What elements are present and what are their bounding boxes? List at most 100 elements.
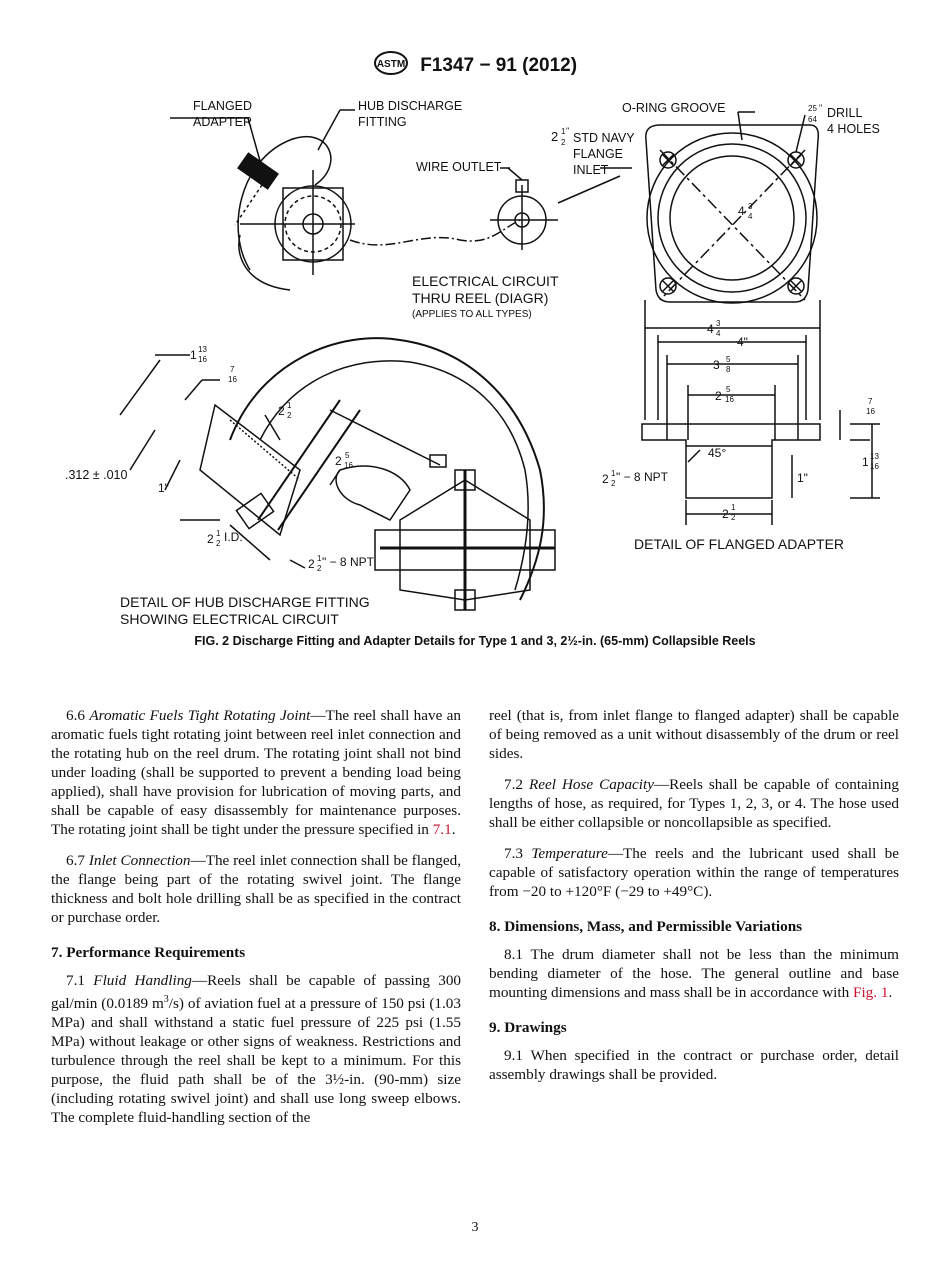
label-dim-434-whole: 4 <box>707 322 714 336</box>
heading-section-8: 8. Dimensions, Mass, and Permissible Var… <box>489 918 803 935</box>
paragraph-text: 8.1 The drum diameter shall not be less … <box>489 946 899 1001</box>
paragraph-text: —The reels and the lubricant used shall … <box>489 845 899 900</box>
label-hub-discharge-2: FITTING <box>358 115 407 129</box>
label-drill-d: 64 <box>808 115 817 124</box>
label-dim-2516-whole: 2 <box>715 389 722 403</box>
label-elec-3: (APPLIES TO ALL TYPES) <box>412 309 532 320</box>
section-number: 7.2 <box>504 776 523 793</box>
label-detail-flanged: DETAIL OF FLANGED ADAPTER <box>634 536 844 552</box>
section-link-7-1[interactable]: 7.1 <box>432 821 452 838</box>
label-navy-2: FLANGE <box>573 147 623 161</box>
label-hub-id-text: I.D. <box>224 530 243 544</box>
paragraph-7-1-continued: reel (that is, from inlet flange to flan… <box>489 707 899 762</box>
label-navy-unit: " <box>566 126 569 136</box>
page-number: 3 <box>471 1220 479 1235</box>
left-column: 6.6 Aromatic Fuels Tight Rotating Joint—… <box>51 706 461 1139</box>
figure-svg: FLANGED ADAPTER HUB DISCHARGE FITTING WI… <box>65 99 880 627</box>
label-hub-id-whole: 2 <box>207 532 214 546</box>
label-dim-434-d: 4 <box>716 329 721 338</box>
paragraph-6-6: 6.6 Aromatic Fuels Tight Rotating Joint—… <box>51 707 462 838</box>
adapter-section-outline <box>641 423 821 499</box>
label-npt-n: 1 <box>611 469 616 478</box>
label-npt-whole: 2 <box>602 472 609 486</box>
label-hub-id-n: 1 <box>216 529 221 538</box>
label-npt-d: 2 <box>611 479 616 488</box>
section-title: Aromatic Fuels Tight Rotating Joint <box>89 707 311 724</box>
label-hub-npt-text: " − 8 NPT <box>322 555 375 569</box>
label-navy-frac-n: 1 <box>561 127 566 136</box>
label-navy-3: INLET <box>573 163 609 177</box>
section-number: 7.1 <box>66 972 85 989</box>
label-hub-716-n: 7 <box>230 365 235 374</box>
figure-2-drawing: FLANGED ADAPTER HUB DISCHARGE FITTING WI… <box>0 85 950 640</box>
label-dim-11316-d: 16 <box>870 462 879 471</box>
label-hub-2516-whole: 2 <box>335 454 342 468</box>
label-dim-2516-d: 16 <box>725 395 734 404</box>
section-number: 7.3 <box>504 845 523 862</box>
label-drill-unit: " <box>819 103 822 113</box>
label-inner-dia-n: 3 <box>748 202 753 211</box>
heading-section-7: 7. Performance Requirements <box>51 944 246 961</box>
label-dim-2516-n: 5 <box>726 385 731 394</box>
label-hub-2516-d: 16 <box>344 461 353 470</box>
label-hub-1: 1" <box>158 481 169 495</box>
paragraph-text: —Reels shall be capable of containing le… <box>489 776 899 831</box>
adapter-flange-outline <box>645 124 820 303</box>
label-navy-whole: 2 <box>551 129 558 144</box>
label-drill-2: 4 HOLES <box>827 122 880 136</box>
paragraph-text: —The reel inlet connection shall be flan… <box>51 852 461 926</box>
label-dim-4: 4" <box>737 335 748 349</box>
svg-text:ASTM: ASTM <box>377 59 405 70</box>
label-tolerance: .312 ± .010 <box>65 468 128 482</box>
label-hub-212-whole: 2 <box>278 404 285 418</box>
figure-caption: FIG. 2 Discharge Fitting and Adapter Det… <box>194 634 756 648</box>
paragraph-7-1: 7.1 Fluid Handling—Reels shall be capabl… <box>51 971 461 1127</box>
paragraph-7-3: 7.3 Temperature—The reels and the lubric… <box>489 844 899 901</box>
label-inner-dia-d: 4 <box>748 212 753 221</box>
label-oring-groove: O-RING GROOVE <box>622 101 725 115</box>
heading-section-9: 9. Drawings <box>489 1019 567 1036</box>
label-dim-716-d: 16 <box>866 407 875 416</box>
label-hub-716-d: 16 <box>228 375 237 384</box>
label-hub-id-d: 2 <box>216 539 221 548</box>
label-flanged-adapter-2: ADAPTER <box>193 115 252 129</box>
paragraph-6-7: 6.7 Inlet Connection—The reel inlet conn… <box>51 851 461 927</box>
label-flanged-adapter-1: FLANGED <box>193 99 252 113</box>
right-column: reel (that is, from inlet flange to flan… <box>489 706 899 1096</box>
label-dim-11316-n: 13 <box>870 452 879 461</box>
label-dim-358-n: 5 <box>726 355 731 364</box>
paragraph-text: —Reels shall be capable of passing 300 g… <box>51 972 462 1013</box>
label-45-deg: 45° <box>708 446 726 460</box>
label-dim-212-n: 1 <box>731 503 736 512</box>
label-dim-212-whole: 2 <box>722 507 729 521</box>
label-drill-n: 25 <box>808 104 817 113</box>
label-dim-212-d: 2 <box>731 513 736 522</box>
section-title: Fluid Handling <box>93 972 192 989</box>
figure-link-fig-1[interactable]: Fig. 1 <box>853 984 889 1001</box>
label-dim-1-adapter: 1" <box>797 471 808 485</box>
paragraph-8-1: 8.1 The drum diameter shall not be less … <box>489 946 899 1001</box>
section-title: Reel Hose Capacity <box>528 776 654 793</box>
label-navy-frac-d: 2 <box>561 138 566 147</box>
standard-designation: F1347 − 91 (2012) <box>420 55 578 76</box>
page-header: ASTM F1347 − 91 (2012) <box>0 50 950 82</box>
label-npt-text: " − 8 NPT <box>616 470 669 484</box>
label-drill-1: DRILL <box>827 106 862 120</box>
label-elec-2: THRU REEL (DIAGR) <box>412 290 548 306</box>
label-detail-hub-1: DETAIL OF HUB DISCHARGE FITTING <box>120 594 370 610</box>
label-hub-2516-n: 5 <box>345 451 350 460</box>
label-wire-outlet: WIRE OUTLET <box>416 160 502 174</box>
hub-housing-outer <box>229 337 545 601</box>
label-hub-212-d: 2 <box>287 411 292 420</box>
astm-logo-icon: ASTM <box>373 50 409 82</box>
label-inner-dia-whole: 4 <box>738 204 745 218</box>
label-hub-npt-n: 1 <box>317 554 322 563</box>
label-hub-11316-d: 16 <box>198 355 207 364</box>
paragraph-7-2: 7.2 Reel Hose Capacity—Reels shall be ca… <box>489 775 899 832</box>
label-navy-1: STD NAVY <box>573 131 635 145</box>
label-hub-discharge-1: HUB DISCHARGE <box>358 99 462 113</box>
label-hub-11316-whole: 1 <box>190 348 197 362</box>
paragraph-9-1: 9.1 When specified in the contract or pu… <box>489 1047 899 1083</box>
label-dim-11316-whole: 1 <box>862 455 869 469</box>
label-hub-npt-d: 2 <box>317 564 322 573</box>
